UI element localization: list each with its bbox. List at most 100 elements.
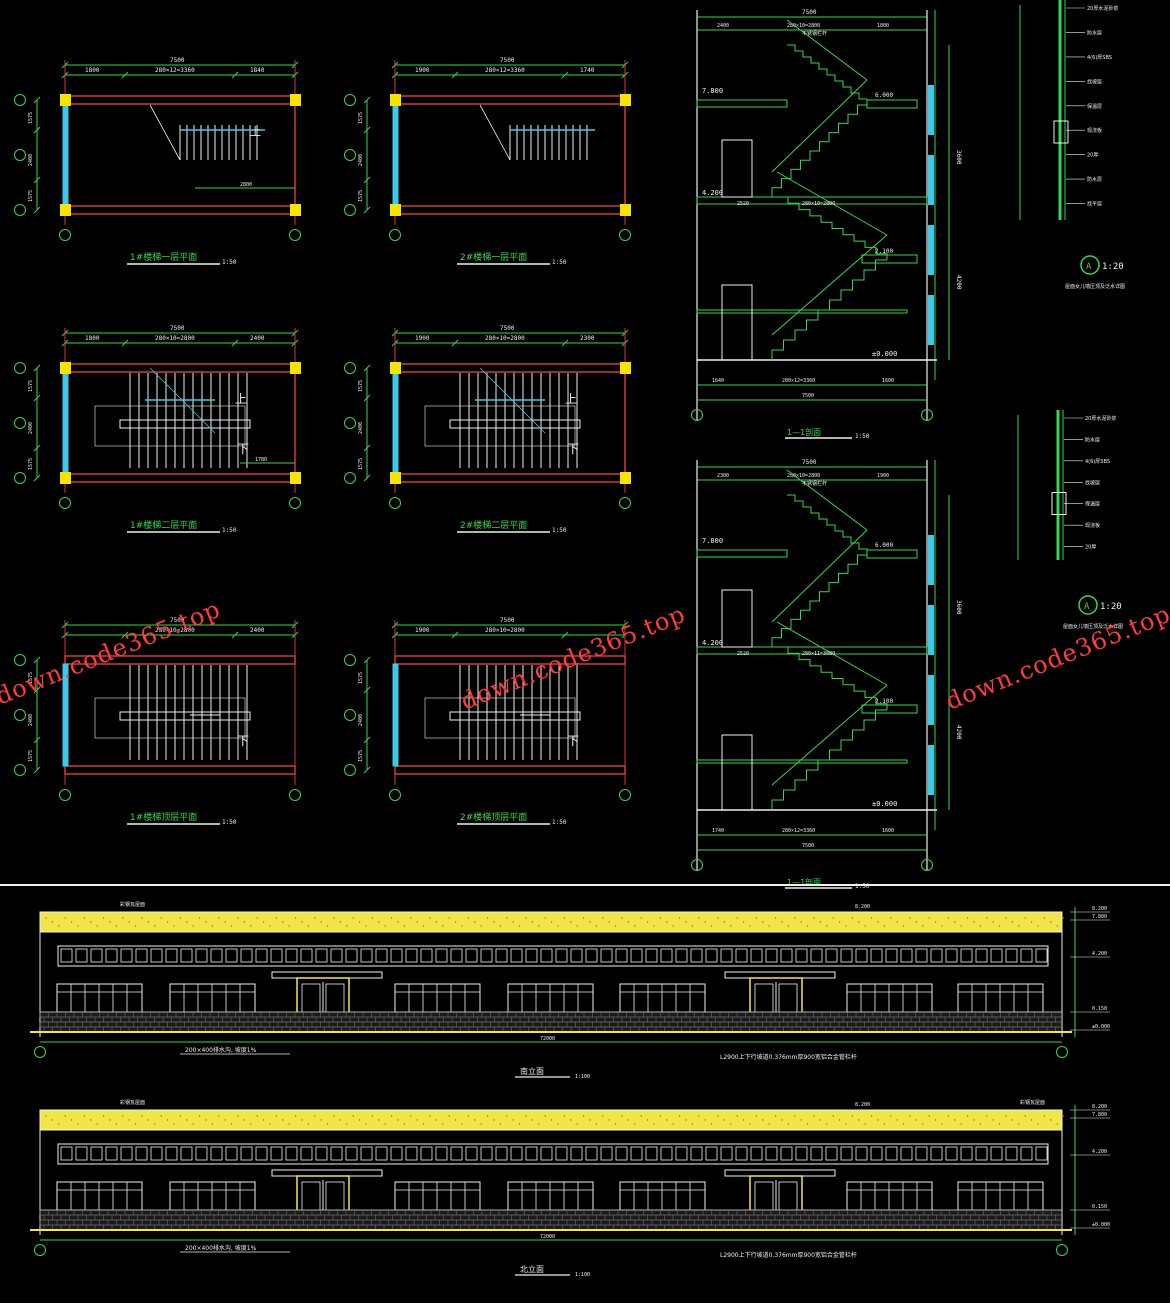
dim-side-text: 1575	[28, 112, 34, 124]
section-window	[928, 225, 934, 275]
dim-seg-text: 1600	[882, 378, 894, 384]
section-window	[928, 85, 934, 135]
clerestory-window	[330, 1146, 343, 1161]
stair-flight	[787, 494, 868, 555]
roof-speckle	[320, 1119, 322, 1121]
roof-speckle	[506, 1115, 508, 1117]
clerestory-window	[255, 948, 268, 963]
roof-speckle	[205, 921, 207, 923]
column	[390, 362, 401, 374]
roof-speckle	[973, 1119, 975, 1121]
stair-handrail	[449, 419, 581, 429]
clerestory-window	[885, 1146, 898, 1161]
dim-tick	[363, 444, 371, 452]
level-text: 7.800	[1092, 1112, 1107, 1118]
clerestory-window	[975, 948, 988, 963]
roof-speckle	[1037, 925, 1039, 927]
column	[390, 94, 401, 106]
level-landing: 6.000	[875, 542, 893, 549]
clerestory-window	[420, 948, 433, 963]
roof-speckle	[1056, 1123, 1058, 1125]
dim-seg-text: 1600	[882, 828, 894, 834]
dim-tick	[363, 364, 371, 372]
roof-speckle	[704, 1119, 706, 1121]
dim-tick	[363, 736, 371, 744]
clerestory-window	[660, 1146, 673, 1161]
roof-speckle	[403, 1123, 406, 1125]
clerestory-window	[150, 1146, 163, 1161]
roof-speckle	[800, 921, 802, 923]
clerestory-window	[345, 1146, 358, 1161]
clerestory-window	[750, 1146, 763, 1161]
clerestory-window	[405, 1146, 418, 1161]
roof-speckle	[448, 917, 450, 919]
roof-speckle	[115, 1123, 118, 1125]
roof-speckle	[838, 1119, 841, 1121]
dim-seg-text: 1740	[580, 67, 595, 74]
roof-speckle	[1030, 921, 1033, 923]
roof-speckle	[858, 1119, 860, 1121]
roof-speckle	[896, 921, 898, 923]
roof-speckle	[826, 925, 828, 927]
clerestory-window	[855, 948, 868, 963]
roof-speckle	[998, 1123, 1001, 1125]
roof-speckle	[691, 1123, 694, 1125]
roof-speckle	[640, 1115, 642, 1117]
roof-speckle	[870, 917, 873, 919]
roof-speckle	[237, 1115, 239, 1117]
roof-speckle	[141, 1115, 143, 1117]
roof-speckle	[544, 917, 546, 919]
clerestory-window	[720, 948, 733, 963]
roof-speckle	[909, 917, 911, 919]
level-landing: 6.000	[875, 92, 893, 99]
roof-speckle	[416, 921, 418, 923]
clerestory-window	[495, 948, 508, 963]
clerestory-window	[255, 1146, 268, 1161]
dim-tick	[363, 206, 371, 214]
roof-speckle	[922, 1123, 924, 1125]
roof-speckle	[666, 921, 668, 923]
clerestory-window	[225, 1146, 238, 1161]
roof-speckle	[1024, 1115, 1026, 1117]
dim-seg-text: 2300	[580, 335, 595, 342]
grid-bubble-bottom	[14, 204, 26, 216]
roof-speckle	[653, 1123, 655, 1125]
roof-speckle	[378, 921, 380, 923]
slab-mid	[696, 646, 928, 655]
dim-tick	[33, 474, 41, 482]
detail-note: 保温层	[1087, 103, 1102, 110]
dim-seg-text: 280×12=3360	[485, 67, 525, 74]
dim-side-text: 1575	[28, 190, 34, 202]
column	[60, 204, 71, 216]
grid-bubble-col	[691, 409, 703, 421]
roof-speckle	[986, 1115, 988, 1117]
clerestory-window	[735, 948, 748, 963]
roof-speckle	[806, 925, 809, 927]
dim-bottom-text: 1780	[255, 457, 267, 463]
dim-seg-text: 280×12=3360	[782, 378, 815, 384]
clerestory-window	[1005, 1146, 1018, 1161]
dim-seg-text: 2400	[717, 23, 729, 29]
detail-marker: A	[1086, 262, 1092, 272]
stair-flight	[777, 196, 888, 260]
clerestory-window	[675, 1146, 688, 1161]
roof-speckle	[397, 921, 399, 923]
stair-well	[424, 405, 576, 447]
roof-speckle	[1050, 1119, 1052, 1121]
roof-speckle	[474, 921, 476, 923]
dim-mid: 2520	[737, 201, 749, 207]
clerestory-window	[210, 948, 223, 963]
clerestory-window	[195, 1146, 208, 1161]
roof-speckle	[102, 917, 105, 919]
roof-speckle	[1018, 925, 1020, 927]
roof-speckle	[1037, 1123, 1039, 1125]
roof-speckle	[198, 1115, 201, 1117]
roof-speckle	[646, 1119, 649, 1121]
roof-speckle	[147, 1119, 150, 1121]
dim-overall-text: 7500	[170, 325, 185, 332]
dim-tick	[363, 176, 371, 184]
roof-speckle	[877, 1119, 879, 1121]
